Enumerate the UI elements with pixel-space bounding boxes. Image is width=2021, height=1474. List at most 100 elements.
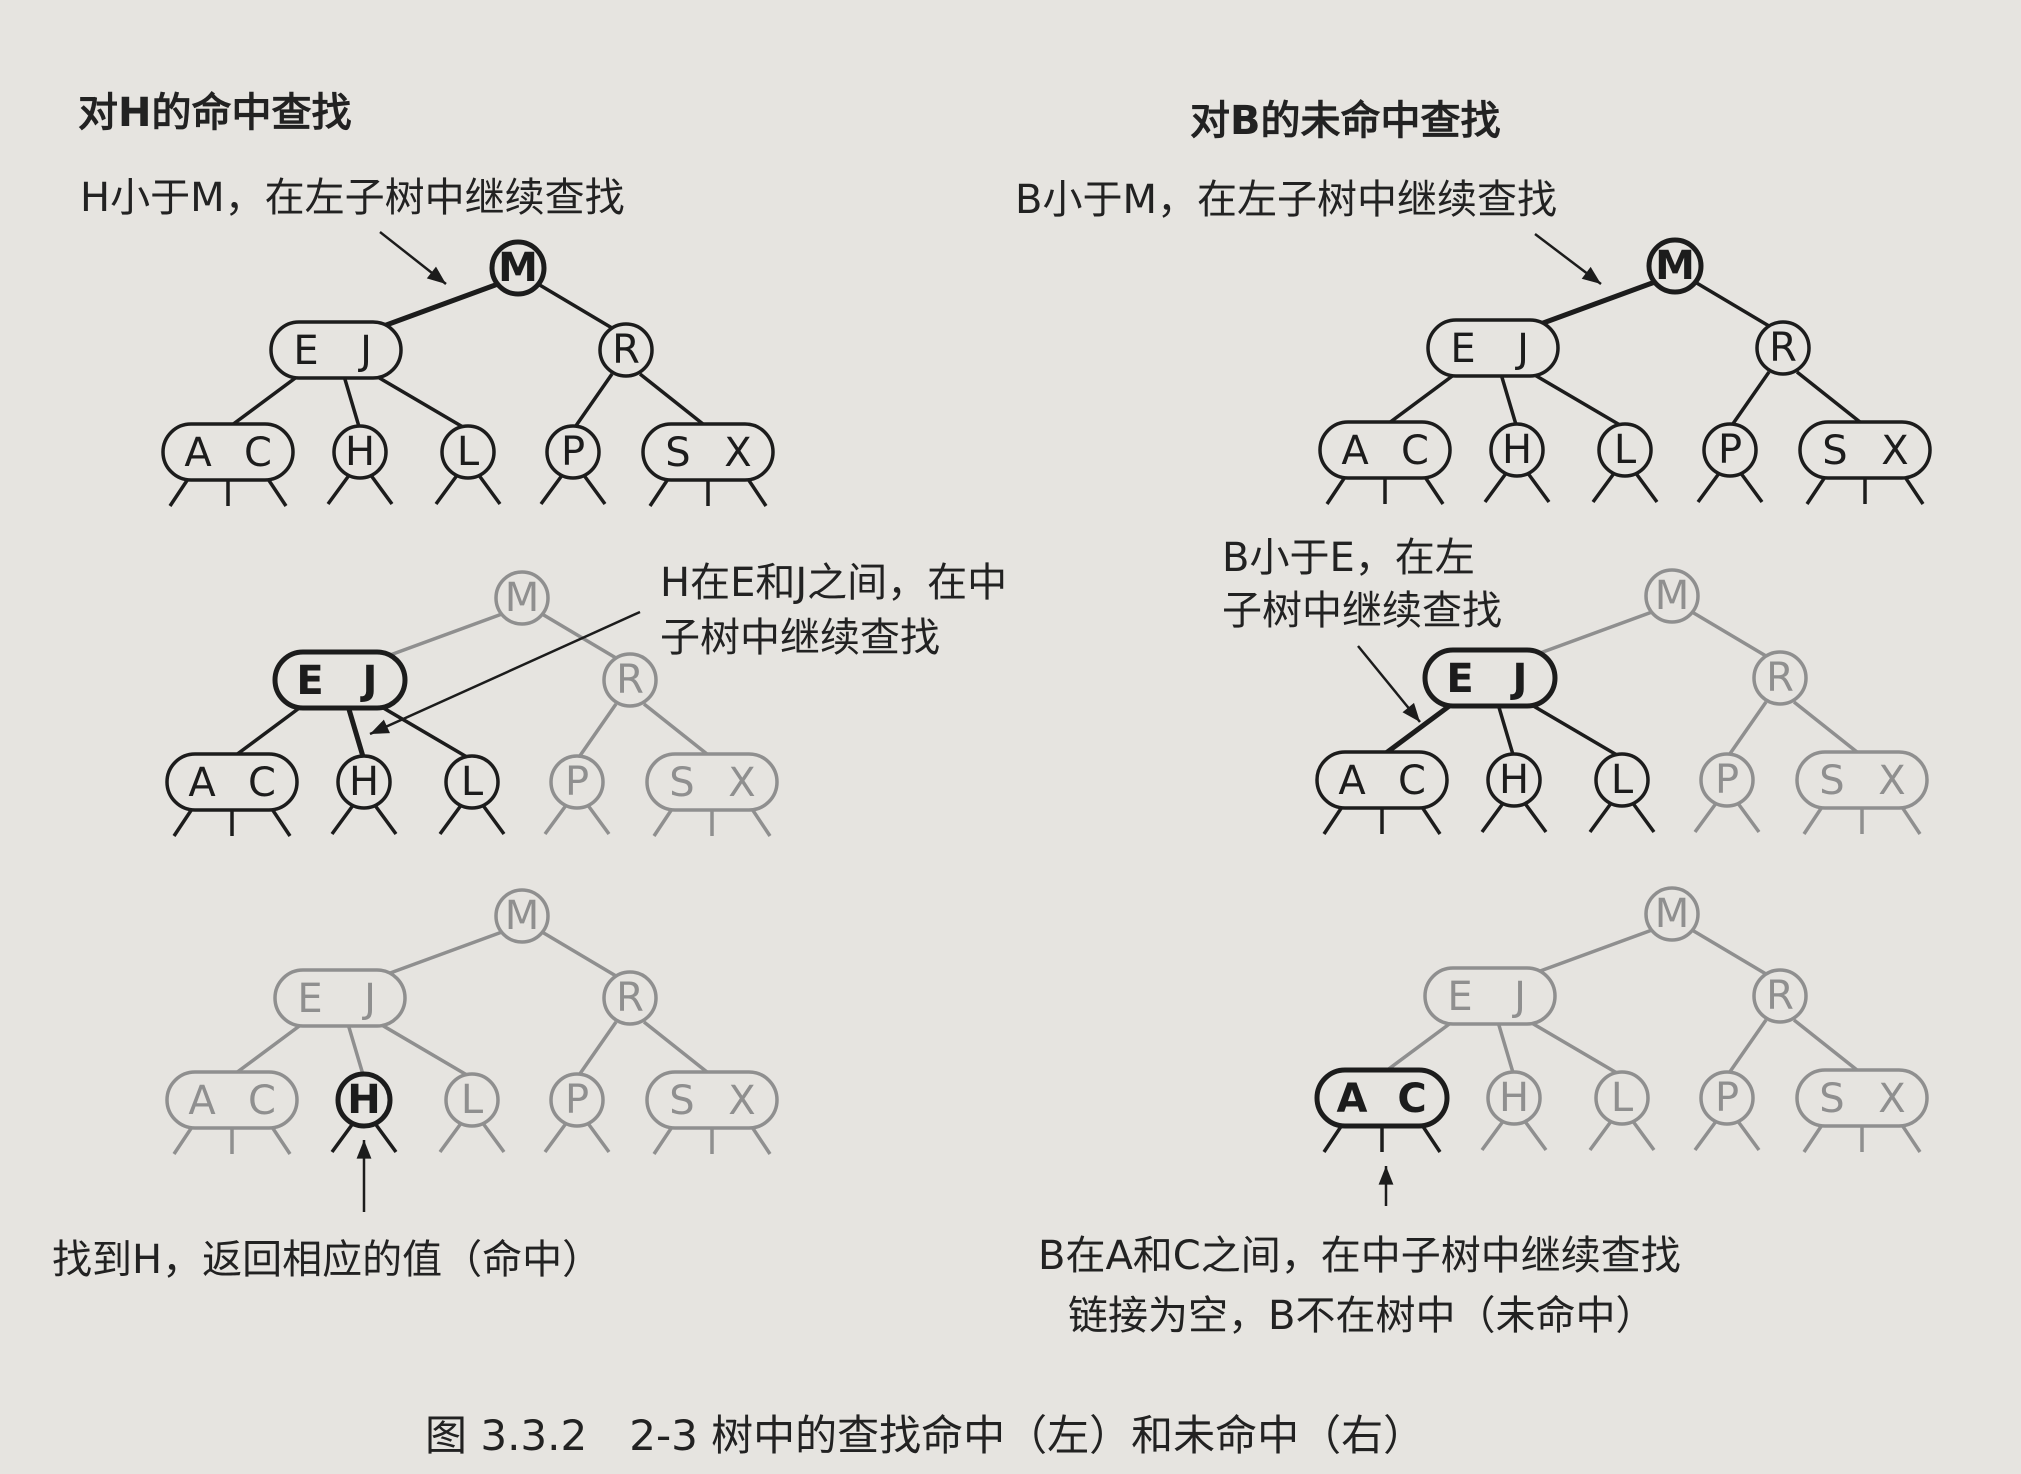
right-step2-note-line2: 子树中继续查找 xyxy=(1222,588,1502,634)
left-result-arrow xyxy=(356,1140,372,1212)
node-m: M xyxy=(1644,886,1700,942)
node-m: M xyxy=(489,239,547,297)
tree-edge-ej-l xyxy=(1529,1020,1623,1078)
tree-edge-m-r xyxy=(1691,610,1767,658)
right-result-note-line2: 链接为空，B不在树中（未命中） xyxy=(1068,1293,1656,1339)
left-step2-note-line1: H在E和J之间，在中 xyxy=(660,560,1008,606)
null-link-p-1 xyxy=(581,472,607,506)
right-result-note-line1: B在A和C之间，在中子树中继续查找 xyxy=(1038,1233,1681,1279)
tree-edge-ej-l xyxy=(379,1022,473,1080)
tree-edge-m-r xyxy=(1691,928,1767,976)
tree-edge-r-p xyxy=(1725,700,1768,760)
node-label-h: H xyxy=(1499,757,1529,803)
tree-edge-ej-ac xyxy=(230,1022,304,1078)
tree-edge-r-sx xyxy=(642,702,714,760)
node-label-m: M xyxy=(1655,891,1690,937)
null-link-h-0 xyxy=(1483,470,1509,504)
left-step1-arrow xyxy=(379,231,447,285)
node-p: P xyxy=(549,1072,605,1128)
right-result-arrow xyxy=(1378,1166,1394,1206)
right-step2-arrow xyxy=(1357,645,1421,723)
node-h: H xyxy=(1489,422,1545,478)
node-label-r: R xyxy=(1766,655,1794,701)
left-result-note: 找到H，返回相应的值（命中） xyxy=(52,1237,603,1283)
null-link-h-0 xyxy=(1480,1118,1506,1152)
node-h: H xyxy=(332,424,388,480)
null-link-l-0 xyxy=(1588,1118,1614,1152)
node-label-h: H xyxy=(1499,1075,1529,1121)
right-step2-note-line1: B小于E，在左 xyxy=(1222,535,1475,581)
node-label-ac-1: C xyxy=(244,430,272,476)
null-link-l-1 xyxy=(1630,1118,1656,1152)
null-link-p-0 xyxy=(543,1120,569,1154)
node-label-sx-1: X xyxy=(1881,428,1908,474)
node-l: L xyxy=(440,424,496,480)
tree-edge-r-sx xyxy=(1792,700,1864,758)
tree-edge-ej-h xyxy=(345,705,367,761)
tree-edge-ej-ac xyxy=(1380,1020,1454,1076)
node-m: M xyxy=(1644,568,1700,624)
tree-edge-r-p xyxy=(571,372,614,432)
node-label-ej-0: E xyxy=(293,328,318,374)
figure-caption: 图 3.3.2 2-3 树中的查找命中（左）和未命中（右） xyxy=(425,1411,1426,1460)
null-link-p-1 xyxy=(1735,1118,1761,1152)
node-r: R xyxy=(602,652,658,708)
tree-edge-r-sx xyxy=(1795,370,1867,428)
null-link-h-1 xyxy=(1525,470,1551,504)
node-label-l: L xyxy=(1611,1075,1634,1121)
null-link-l-0 xyxy=(438,1120,464,1154)
node-p: P xyxy=(545,424,601,480)
node-label-ac-1: C xyxy=(248,1078,276,1124)
node-r: R xyxy=(1755,320,1811,376)
node-label-ac-0: A xyxy=(188,1078,216,1124)
node-label-l: L xyxy=(461,1077,484,1123)
node-label-ej-1: J xyxy=(360,658,378,704)
node-label-ac-0: A xyxy=(188,760,216,806)
null-link-p-1 xyxy=(1738,470,1764,504)
node-label-sx-0: S xyxy=(1819,758,1844,804)
node-label-sx-0: S xyxy=(665,430,690,476)
null-link-l-0 xyxy=(434,472,460,506)
node-l: L xyxy=(444,754,500,810)
node-h: H xyxy=(1486,1070,1542,1126)
node-r: R xyxy=(1752,650,1808,706)
tree-edge-ej-ac xyxy=(1380,701,1454,759)
right-step1-arrow xyxy=(1534,233,1602,285)
null-link-p-0 xyxy=(539,472,565,506)
node-label-h: H xyxy=(349,759,379,805)
node-l: L xyxy=(444,1072,500,1128)
node-label-sx-1: X xyxy=(1878,1076,1905,1122)
tree-edge-m-r xyxy=(541,612,617,660)
node-l: L xyxy=(1597,422,1653,478)
null-link-h-0 xyxy=(1480,800,1506,834)
node-p: P xyxy=(549,754,605,810)
node-label-ac-0: A xyxy=(1338,758,1366,804)
tree-edge-ej-ac xyxy=(1383,372,1457,428)
null-link-l-0 xyxy=(438,802,464,836)
tree-edge-ej-l xyxy=(1532,372,1626,430)
tree-edge-ej-l xyxy=(1529,702,1623,760)
node-label-ej-0: E xyxy=(296,658,323,704)
node-label-l: L xyxy=(457,429,480,475)
node-label-l: L xyxy=(461,759,484,805)
node-label-ej-0: E xyxy=(1446,656,1473,702)
node-label-p: P xyxy=(565,759,589,805)
node-label-sx-1: X xyxy=(724,430,751,476)
node-p: P xyxy=(1699,752,1755,808)
node-label-sx-0: S xyxy=(669,760,694,806)
node-label-r: R xyxy=(616,657,644,703)
node-label-h: H xyxy=(347,1077,380,1123)
node-label-ej-0: E xyxy=(1450,326,1475,372)
node-label-ej-0: E xyxy=(1447,974,1472,1020)
node-label-ej-1: J xyxy=(361,976,376,1022)
